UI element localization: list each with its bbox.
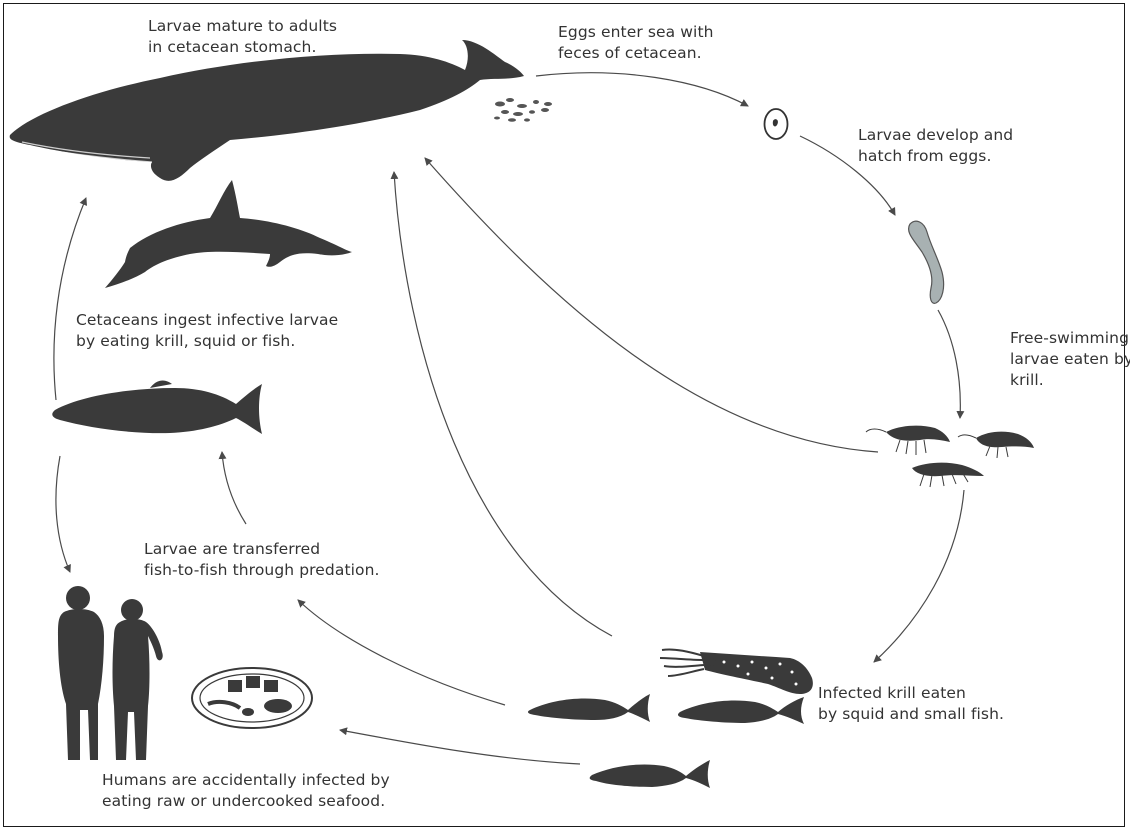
arrow-transfer-to-largefish: [222, 452, 246, 524]
arrow-larva-to-krill: [938, 310, 960, 418]
small-fish-icon: [528, 694, 804, 788]
arrow-krill-to-whale: [425, 158, 878, 452]
larva-icon: [909, 221, 944, 303]
arrow-krill-to-squid: [874, 490, 964, 662]
whale-icon: [10, 40, 524, 181]
krill-icon: [866, 426, 1034, 487]
dolphin-icon: [105, 180, 352, 288]
fish-icon: [52, 381, 262, 434]
feces-icon: [494, 98, 552, 122]
arrow-feces-to-egg: [536, 73, 748, 106]
arrow-fish-to-humans: [340, 730, 580, 764]
seafood-plate-icon: [192, 668, 312, 728]
human-icon: [58, 586, 163, 760]
arrow-largefish-to-humans: [56, 456, 70, 572]
egg-icon: [765, 109, 788, 139]
arrow-fish-to-fish: [298, 600, 505, 705]
squid-icon: [660, 649, 813, 694]
arrow-largefish-to-whale: [54, 198, 86, 400]
